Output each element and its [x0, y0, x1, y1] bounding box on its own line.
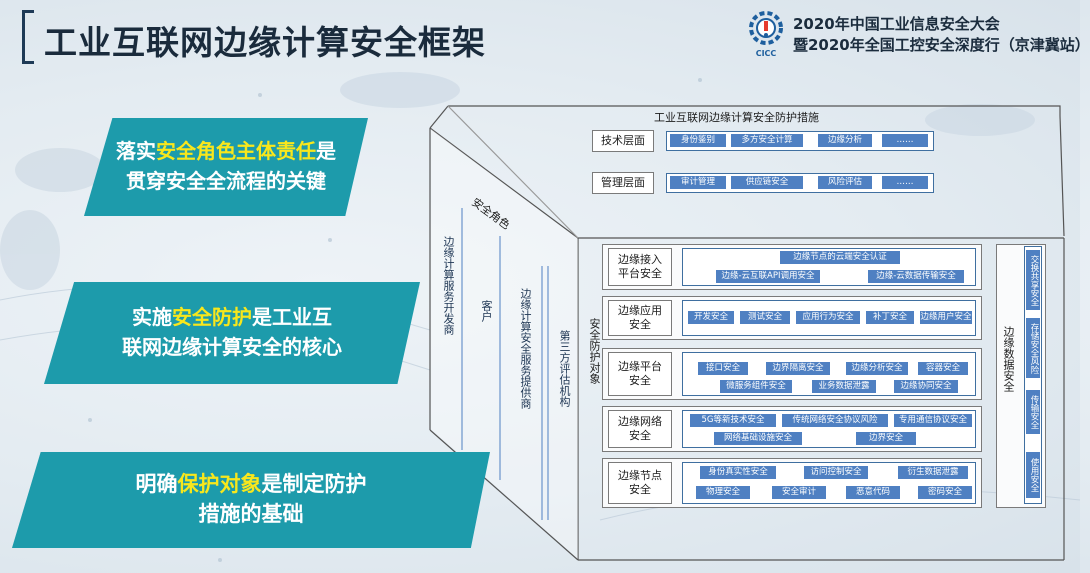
chip: 多方安全计算 — [731, 134, 803, 147]
title-bracket — [22, 10, 34, 64]
cicc-logo-icon — [749, 11, 783, 45]
chip: 容器安全 — [918, 362, 968, 375]
object-label: 边缘应用安全 — [608, 300, 672, 336]
chip: 存储安全风险 — [1026, 318, 1040, 378]
chip: 风险评估 — [818, 176, 872, 189]
chip: 密码安全 — [918, 486, 972, 499]
chip: 边缘-云数据传输安全 — [868, 270, 964, 283]
statement-line: 明确保护对象是制定防护 — [135, 472, 367, 496]
object-label: 边缘接入平台安全 — [608, 248, 672, 286]
chip: 传统网络安全协议风险 — [782, 414, 888, 427]
chip: 应用行为安全 — [796, 311, 860, 324]
page-title: 工业互联网边缘计算安全框架 — [44, 23, 486, 62]
chip: 使用安全 — [1026, 452, 1040, 498]
statement-line: 落实安全角色主体责任是 — [116, 139, 336, 163]
chip: 补丁安全 — [866, 311, 914, 324]
chip: 微服务组件安全 — [720, 380, 792, 393]
conference-subtitle: 暨2020年全国工控安全深度行（京津冀站） — [793, 36, 1090, 54]
chip: 安全审计 — [772, 486, 826, 499]
chip: 交换共享安全 — [1026, 250, 1040, 310]
object-label: 边缘网络安全 — [608, 410, 672, 448]
chip: 供应链安全 — [731, 176, 803, 189]
objects-title: 安全防护对象 — [588, 318, 601, 384]
role-customer: 客户 — [480, 300, 493, 322]
measure-label-management: 管理层面 — [592, 172, 654, 194]
statement-line: 措施的基础 — [198, 502, 304, 526]
chip: 网络基础设施安全 — [714, 432, 802, 445]
role-developer: 边缘计算服务开发商 — [442, 236, 455, 335]
statement-line: 联网边缘计算安全的核心 — [122, 335, 342, 359]
chip: 边界隔离安全 — [766, 362, 830, 375]
data-security-title: 边缘数据安全 — [1002, 326, 1015, 392]
chip: 边缘分析 — [818, 134, 872, 147]
chip: 身份真实性安全 — [700, 466, 776, 479]
chip: 传输安全 — [1026, 390, 1040, 434]
chip: 开发安全 — [688, 311, 734, 324]
chip: 5G等新技术安全 — [690, 414, 776, 427]
statement-line: 实施安全防护是工业互 — [132, 305, 332, 329]
chip: 审计管理 — [670, 176, 726, 189]
role-dividers — [461, 208, 549, 520]
role-service-provider: 边缘计算安全服务提供商 — [519, 288, 532, 409]
role-third-party: 第三方评估机构 — [558, 330, 571, 407]
chip: 访问控制安全 — [804, 466, 868, 479]
statement-panel-2: 实施安全防护是工业互 联网边缘计算安全的核心 — [44, 282, 420, 384]
chip: 边界安全 — [856, 432, 916, 445]
chip: 测试安全 — [740, 311, 790, 324]
statement-panel-3: 明确保护对象是制定防护 措施的基础 — [12, 452, 490, 548]
measures-title: 工业互联网边缘计算安全防护措施 — [654, 111, 819, 124]
logo-text: CICC — [755, 49, 777, 58]
chip: 接口安全 — [698, 362, 748, 375]
chip: 边缘-云互联API调用安全 — [716, 270, 820, 283]
chip: 物理安全 — [696, 486, 750, 499]
chip: 边缘用户安全 — [920, 311, 972, 324]
measure-label-technical: 技术层面 — [592, 130, 654, 152]
chip: 专用通信协议安全 — [894, 414, 972, 427]
chip: 边缘分析安全 — [846, 362, 908, 375]
object-label: 边缘节点安全 — [608, 462, 672, 504]
chip: …… — [882, 176, 928, 189]
conference-title: 2020年中国工业信息安全大会 — [793, 15, 1000, 33]
chip: 身份鉴别 — [670, 134, 726, 147]
chip: 边缘节点的云端安全认证 — [780, 251, 900, 264]
statement-line: 贯穿安全全流程的关键 — [126, 169, 326, 193]
statement-panel-1: 落实安全角色主体责任是 贯穿安全全流程的关键 — [84, 118, 368, 216]
chip: 边缘协同安全 — [894, 380, 958, 393]
chip: 衍生数据泄露 — [898, 466, 968, 479]
chip: 恶意代码 — [846, 486, 900, 499]
object-label: 边缘平台安全 — [608, 352, 672, 396]
chip: …… — [882, 134, 928, 147]
chip: 业务数据泄露 — [812, 380, 876, 393]
